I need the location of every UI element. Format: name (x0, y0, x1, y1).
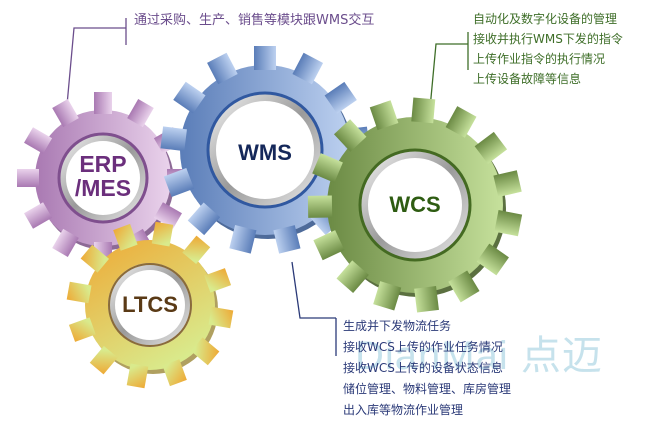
wcs-note-line: 接收并执行WMS下发的指令 (473, 32, 623, 46)
wms-note-line: 生成并下发物流任务 (343, 319, 452, 333)
ltcs-label: LTCS (122, 292, 178, 317)
watermark: DianMai 点迈 (355, 334, 603, 378)
erp-note-line: 通过采购、生产、销售等模块跟WMS交互 (134, 13, 375, 28)
erp-note: 通过采购、生产、销售等模块跟WMS交互 (134, 11, 374, 31)
wms-note-line: 出入库等物流作业管理 (343, 403, 464, 417)
wms-note-line: 接收WCS上传的作业任务情况 (343, 340, 503, 354)
wcs-label: WCS (389, 192, 441, 217)
wms-note-line: 接收WCS上传的设备状态信息 (343, 361, 503, 375)
wms-note: 生成并下发物流任务 接收WCS上传的作业任务情况 接收WCS上传的设备状态信息 … (343, 316, 511, 421)
wcs-gear (307, 97, 523, 313)
wms-label: WMS (238, 140, 292, 165)
erp-label-line1: ERP (79, 151, 127, 177)
wms-note-line: 储位管理、物料管理、库房管理 (343, 382, 512, 396)
erp-label-line2: /MES (74, 175, 132, 202)
wcs-note-line: 自动化及数字化设备的管理 (473, 12, 618, 26)
wcs-note-line: 上传设备故障等信息 (473, 72, 582, 86)
wcs-note-line: 上传作业指令的执行情况 (473, 52, 606, 66)
wcs-note: 自动化及数字化设备的管理 接收并执行WMS下发的指令 上传作业指令的执行情况 上… (473, 9, 623, 89)
ltcs-gear (66, 221, 234, 389)
erp-mes-label: ERP /MES (58, 152, 148, 200)
